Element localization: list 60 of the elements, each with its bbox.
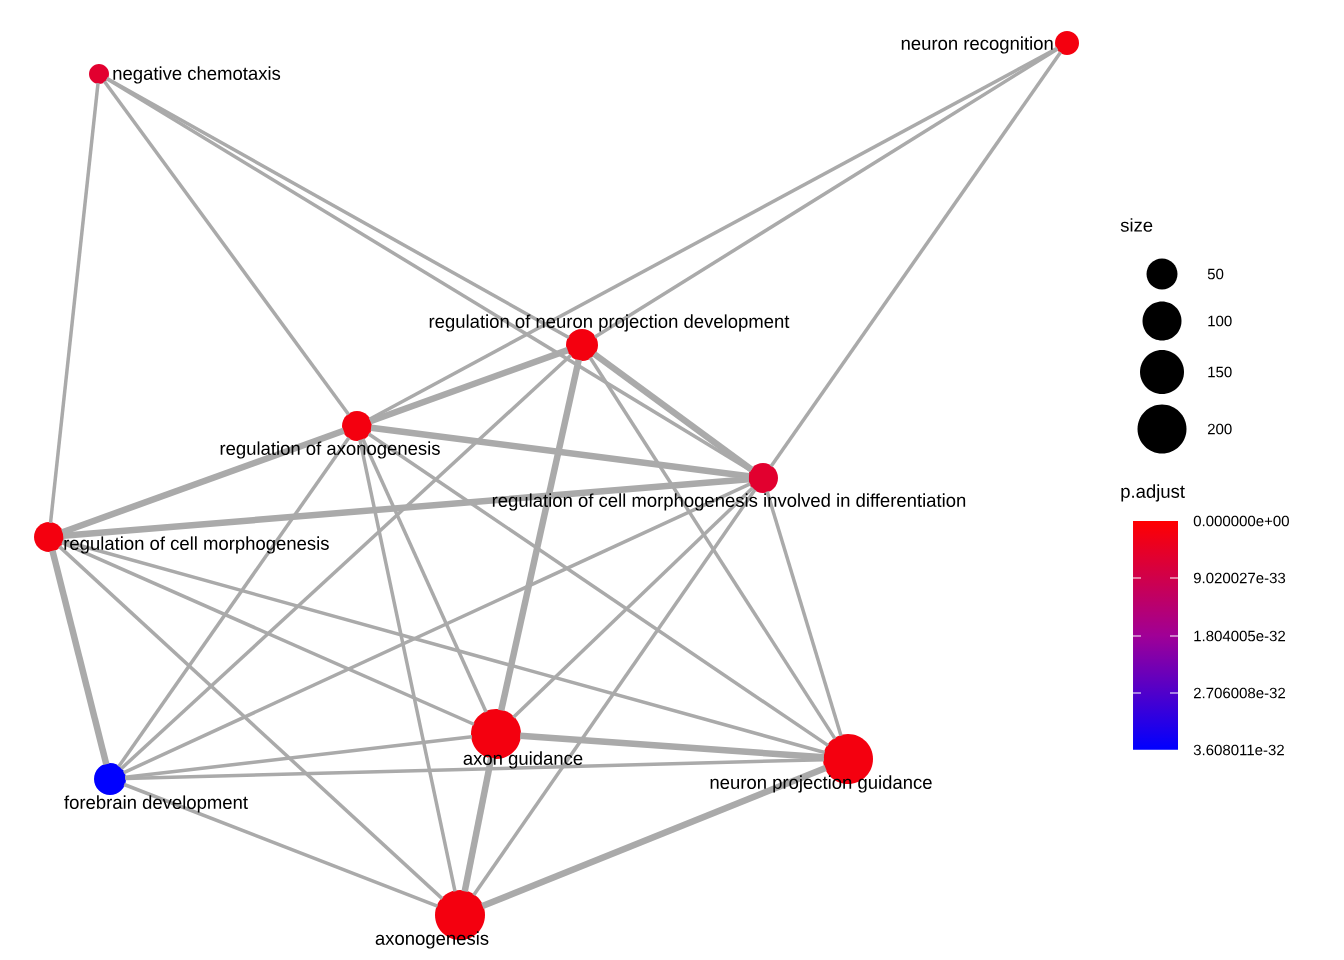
legend-label: 50 <box>1207 268 1224 280</box>
network-edge <box>519 732 825 761</box>
legend-label: 150 <box>1208 366 1232 378</box>
node-circle <box>342 411 372 441</box>
colorbar-tick-label: 9.020027e-33 <box>1193 572 1286 584</box>
network-edge <box>124 735 473 779</box>
legend-label: 200 <box>1207 423 1232 435</box>
network-edge <box>123 482 751 775</box>
colorbar-tick-label: 2.706008e-32 <box>1193 687 1285 699</box>
node-circle <box>1055 31 1079 55</box>
network-edge <box>106 76 570 340</box>
network-edge <box>361 438 488 713</box>
node-label: regulation of cell morphogenesis <box>64 536 329 554</box>
network-edge <box>592 351 754 473</box>
network-edge <box>62 539 826 755</box>
legend-title: size <box>1120 218 1153 232</box>
network-edge <box>120 354 572 770</box>
network-edge <box>512 486 754 719</box>
network-edge <box>588 356 837 740</box>
network-edge <box>103 80 351 416</box>
node-label: regulation of axonogenesis <box>220 441 440 459</box>
network-edge <box>62 475 750 540</box>
network-edge <box>61 427 345 536</box>
network-edge <box>49 550 110 766</box>
node-label: forebrain development <box>64 795 248 813</box>
network-edge <box>358 439 457 892</box>
network-edge <box>769 51 1063 468</box>
network-edge <box>370 424 750 480</box>
network-edge <box>472 488 757 897</box>
node-circle <box>566 329 598 361</box>
network-edge <box>765 491 843 737</box>
node-circle <box>94 763 126 795</box>
colorbar-tick-label: 1.804005e-32 <box>1194 630 1285 642</box>
colorbar-tick-label: 0.000000e+00 <box>1193 515 1289 527</box>
network-edge <box>125 757 824 781</box>
network-edge <box>594 47 1059 339</box>
network-edge <box>498 359 582 712</box>
network-edge <box>367 432 829 747</box>
colorbar-tick-label: 3.608011e-32 <box>1193 744 1284 756</box>
node-label: neuron recognition <box>901 36 1053 54</box>
node-label: neuron projection guidance <box>710 775 932 793</box>
network-edge <box>369 347 569 425</box>
node-label: regulation of cell morphogenesis involved in differentiation <box>492 493 966 511</box>
network-edge <box>481 765 827 909</box>
network-edge <box>461 757 495 892</box>
node-label: negative chemotaxis <box>113 66 281 84</box>
node-label: axonogenesis <box>375 931 489 949</box>
network-edge <box>58 545 444 900</box>
network-edge <box>368 46 1058 421</box>
network-edge <box>61 541 475 726</box>
node-label: regulation of neuron projection development <box>429 314 790 332</box>
network-edge <box>48 82 100 524</box>
network-edge <box>117 436 351 768</box>
legend-title: p.adjust <box>1121 484 1185 502</box>
node-label: axon guidance <box>463 751 583 769</box>
network-edge <box>123 782 439 908</box>
node-circle <box>89 64 109 84</box>
legend-label: 100 <box>1208 315 1232 327</box>
node-circle <box>34 522 64 552</box>
node-circle <box>748 463 778 493</box>
